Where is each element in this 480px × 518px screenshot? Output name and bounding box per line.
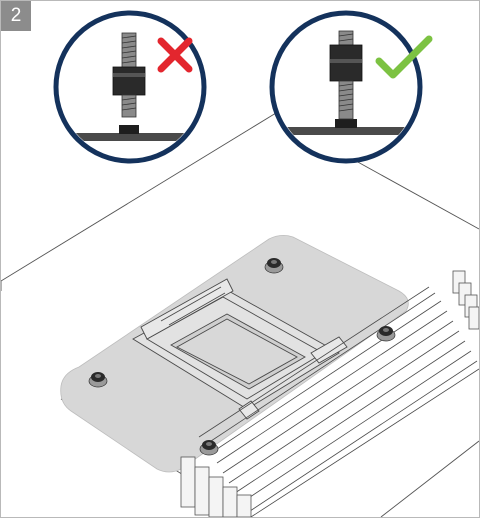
board-cross-section xyxy=(61,133,201,141)
cross-mark-icon xyxy=(157,37,193,73)
callout-correct xyxy=(269,10,433,164)
check-mark-icon xyxy=(375,35,433,79)
standoff-right xyxy=(376,326,396,342)
standoff-left xyxy=(88,372,108,388)
memory-slot-latches-top xyxy=(452,270,479,330)
standoff-screw-icon xyxy=(112,32,146,118)
step-number-badge: 2 xyxy=(1,1,31,31)
standoff-screw-icon xyxy=(329,30,363,120)
board-cross-section xyxy=(277,127,417,135)
memory-slot-latches-bottom xyxy=(180,456,252,517)
memory-slots xyxy=(198,286,479,517)
standoff-top xyxy=(264,258,284,274)
callout-incorrect xyxy=(53,10,207,164)
standoff-bottom xyxy=(199,440,219,456)
